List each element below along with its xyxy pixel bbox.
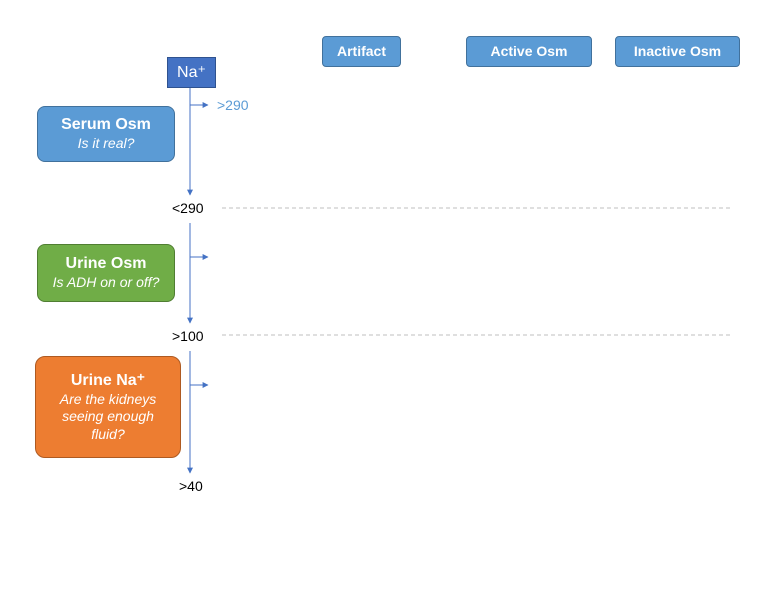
step-urine-na-title: Urine Na⁺ [70, 371, 146, 389]
threshold-label-2: >100 [172, 328, 204, 344]
column-header-inactive-osm-label: Inactive Osm [633, 42, 722, 59]
column-header-inactive-osm: Inactive Osm [615, 36, 740, 67]
step-urine-osm-title: Urine Osm [65, 255, 147, 273]
step-urine-osm-question: Is ADH on or off? [52, 274, 160, 291]
threshold-label-1: <290 [172, 200, 204, 216]
threshold-label-3: >40 [179, 478, 203, 494]
step-serum-osm-title: Serum Osm [61, 116, 151, 134]
step-urine-osm: Urine Osm Is ADH on or off? [37, 244, 175, 302]
start-node-label: Na⁺ [177, 63, 206, 81]
column-header-active-osm: Active Osm [466, 36, 592, 67]
step-serum-osm: Serum Osm Is it real? [37, 106, 175, 162]
step-serum-osm-question: Is it real? [77, 135, 135, 152]
column-header-artifact: Artifact [322, 36, 401, 67]
step-urine-na-question: Are the kidneys seeing enough fluid? [59, 390, 157, 442]
column-header-artifact-label: Artifact [336, 42, 386, 59]
step-urine-na: Urine Na⁺ Are the kidneys seeing enough … [35, 356, 181, 458]
start-node: Na⁺ [167, 57, 216, 88]
branch-label-serum-osm: >290 [217, 97, 249, 113]
column-header-active-osm-label: Active Osm [490, 42, 568, 59]
